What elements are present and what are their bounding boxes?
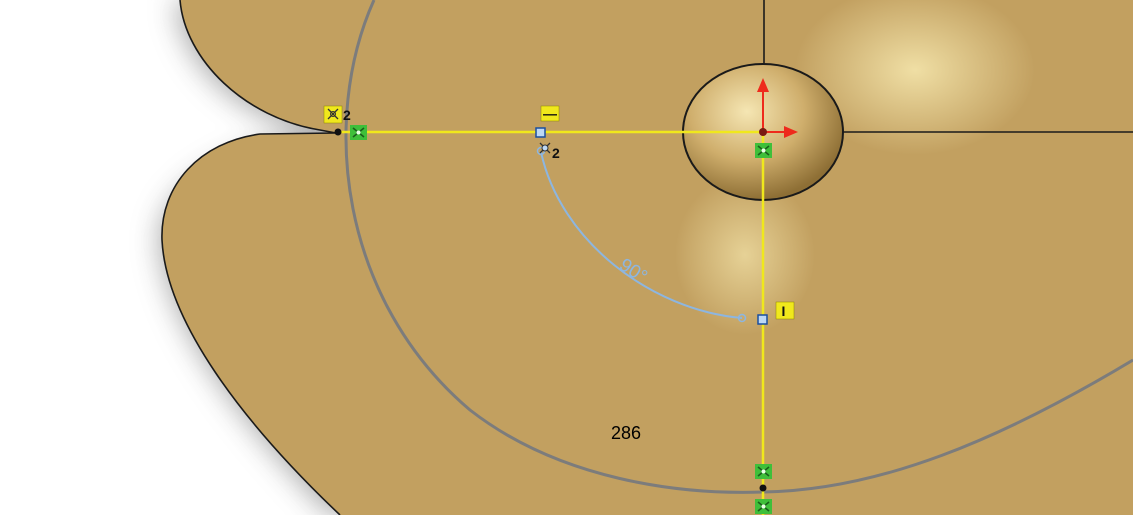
lower-lobe-edge[interactable] — [161, 132, 341, 515]
coincident-relation-icon[interactable] — [350, 125, 367, 140]
relation-badges[interactable]: 2 — 2 I — [323, 105, 795, 320]
origin-point[interactable] — [759, 128, 767, 136]
midpoint-handle[interactable] — [535, 127, 546, 138]
horizontal-glyph: — — [543, 106, 557, 122]
origin-triad[interactable] — [757, 78, 798, 138]
x-axis-arrow-head — [784, 126, 798, 138]
left-endpoint[interactable] — [334, 128, 342, 136]
sketch-points[interactable] — [334, 127, 768, 492]
tangent-relation-badge-left[interactable]: 2 — [323, 105, 351, 124]
face-highlight-upper — [795, 0, 1035, 155]
relation-count-arc: 2 — [552, 145, 560, 161]
arc-end-point[interactable] — [737, 313, 747, 323]
part-body[interactable] — [161, 0, 1133, 515]
reference-circle[interactable] — [344, 0, 1133, 494]
radius-dimension-text[interactable]: 286 — [611, 423, 641, 443]
bottom-coincident-icon[interactable] — [755, 464, 772, 479]
bottom-endpoint-icon[interactable] — [755, 499, 772, 514]
relation-count-left: 2 — [343, 107, 351, 123]
arc-relation-badge[interactable]: 2 — [539, 142, 560, 161]
relation-icons[interactable] — [350, 125, 772, 514]
vertical-point-handle[interactable] — [757, 314, 768, 325]
vertical-relation-badge[interactable]: I — [775, 301, 795, 320]
vertical-glyph: I — [782, 303, 786, 319]
bottom-endpoint[interactable] — [759, 484, 767, 492]
origin-coincident-icon[interactable] — [755, 143, 772, 158]
dimension-arc[interactable] — [540, 151, 743, 319]
y-axis-arrow-head — [757, 78, 769, 92]
horizontal-relation-badge[interactable]: — — [540, 106, 560, 122]
upper-lobe-edge[interactable] — [179, 0, 337, 134]
face-highlight-lower — [675, 175, 815, 335]
